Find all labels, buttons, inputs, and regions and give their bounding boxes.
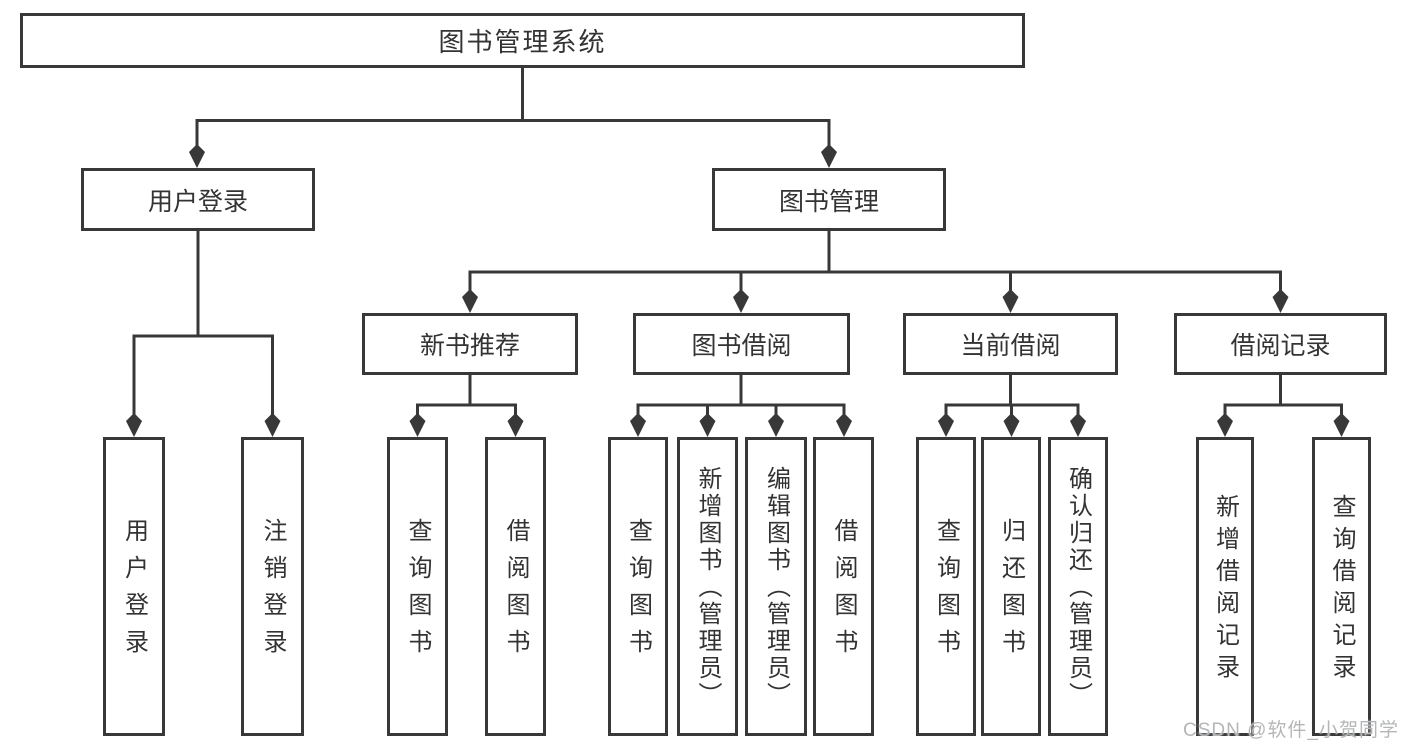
leaf-query-books-current: 查询图书 bbox=[916, 437, 976, 736]
arrowhead bbox=[1003, 413, 1020, 437]
node-new-book-recommend: 新书推荐 bbox=[362, 313, 578, 375]
connector-root bbox=[195, 68, 831, 154]
node-user-login: 用户登录 bbox=[81, 168, 315, 231]
leaf-query-borrow-record: 查询借阅记录 bbox=[1312, 437, 1371, 736]
node-book-management: 图书管理 bbox=[712, 168, 946, 231]
arrowhead bbox=[699, 413, 716, 437]
arrowhead bbox=[409, 413, 426, 437]
leaf-logout: 注销登录 bbox=[241, 437, 304, 736]
leaf-borrow-books-recommend: 借阅图书 bbox=[485, 437, 546, 736]
leaf-user-login: 用户登录 bbox=[103, 437, 165, 736]
arrowhead bbox=[733, 289, 749, 313]
node-root: 图书管理系统 bbox=[20, 13, 1025, 68]
arrowhead bbox=[938, 413, 954, 437]
leaf-query-books-recommend: 查询图书 bbox=[387, 437, 448, 736]
connector-new-book bbox=[416, 375, 517, 422]
arrowhead bbox=[1333, 413, 1350, 437]
arrowhead bbox=[462, 289, 478, 313]
connector-book-management bbox=[468, 231, 1282, 299]
node-book-borrow: 图书借阅 bbox=[633, 313, 850, 375]
arrowhead bbox=[126, 413, 142, 437]
node-borrow-records: 借阅记录 bbox=[1174, 313, 1387, 375]
leaf-query-books-borrow: 查询图书 bbox=[608, 437, 668, 736]
leaf-edit-book-admin: 编辑图书（管理员） bbox=[745, 437, 807, 736]
arrowhead bbox=[768, 413, 784, 437]
leaf-confirm-return-admin: 确认归还（管理员） bbox=[1048, 437, 1108, 736]
connector-user-login bbox=[132, 231, 274, 422]
leaf-add-book-admin: 新增图书（管理员） bbox=[677, 437, 738, 736]
arrowhead bbox=[1272, 289, 1289, 313]
arrowhead bbox=[264, 413, 281, 437]
arrowhead bbox=[1217, 413, 1233, 437]
arrowhead bbox=[507, 413, 524, 437]
leaf-borrow-books: 借阅图书 bbox=[813, 437, 874, 736]
arrowhead bbox=[189, 144, 205, 168]
arrowhead bbox=[1002, 289, 1019, 313]
connector-borrow-records bbox=[1223, 375, 1343, 422]
watermark: CSDN @软件_小贺同学 bbox=[1183, 720, 1399, 741]
arrowhead bbox=[836, 413, 852, 437]
arrowhead bbox=[630, 413, 646, 437]
connector-book-borrow bbox=[636, 375, 846, 422]
arrowhead bbox=[821, 144, 837, 168]
leaf-add-borrow-record: 新增借阅记录 bbox=[1196, 437, 1254, 736]
node-current-borrow: 当前借阅 bbox=[903, 313, 1118, 375]
leaf-return-book: 归还图书 bbox=[981, 437, 1041, 736]
arrowhead bbox=[1070, 413, 1086, 437]
